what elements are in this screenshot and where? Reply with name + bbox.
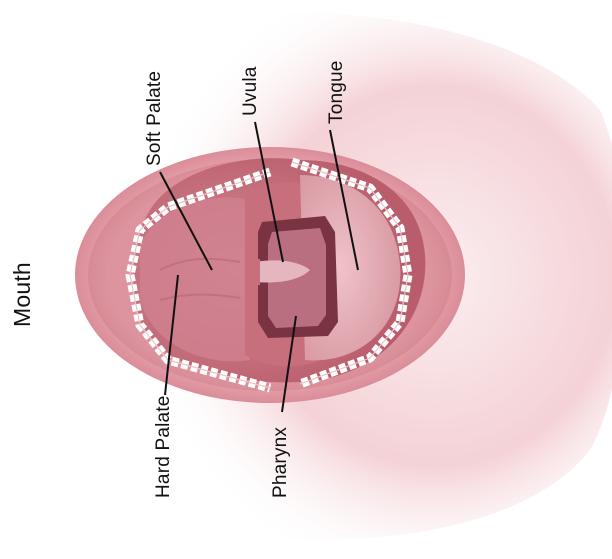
label-uvula: Uvula bbox=[240, 66, 262, 116]
label-tongue: Tongue bbox=[326, 60, 348, 124]
label-hard-palate: Hard Palate bbox=[153, 395, 175, 498]
diagram-title: Mouth bbox=[9, 262, 36, 327]
label-pharynx: Pharynx bbox=[270, 427, 292, 498]
label-soft-palate: Soft Palate bbox=[144, 71, 166, 166]
